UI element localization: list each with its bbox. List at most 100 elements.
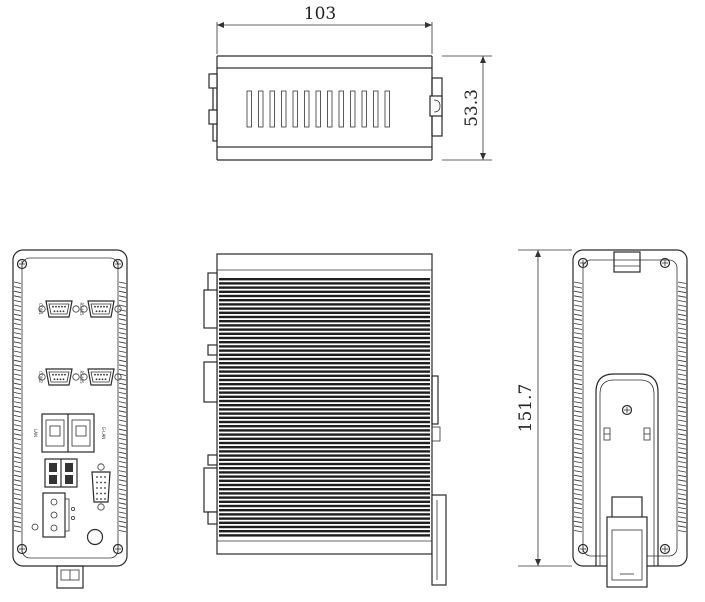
width-dimension-label: 103	[304, 4, 336, 24]
side-fin	[573, 313, 583, 317]
heatsink-fin	[219, 299, 430, 302]
side-fin	[677, 286, 687, 289]
side-fin	[573, 378, 583, 381]
side-fin	[677, 295, 687, 298]
side-fin	[118, 382, 127, 386]
side-fin	[573, 442, 583, 445]
side-fin	[118, 484, 127, 487]
side-fin	[573, 447, 583, 450]
side-fin	[118, 281, 127, 284]
side-fin	[573, 415, 583, 418]
side-fin	[677, 479, 687, 482]
side-fin	[118, 401, 127, 404]
side-fin	[573, 424, 583, 427]
heatsink-fin	[219, 454, 430, 457]
side-fin	[118, 442, 127, 445]
side-fin	[677, 281, 687, 284]
heatsink-fin	[219, 349, 430, 352]
din-clip-rear	[606, 516, 648, 588]
heatsink-fin	[219, 462, 430, 466]
side-fin	[573, 364, 583, 367]
side-fin	[118, 456, 127, 459]
side-fin	[573, 323, 583, 326]
side-fin	[677, 433, 687, 436]
side-fin	[573, 493, 583, 496]
side-fin	[677, 488, 687, 491]
side-fin	[677, 530, 687, 533]
heatsink-fin	[219, 412, 430, 415]
side-fin	[573, 488, 583, 491]
heatsink-fin	[219, 534, 430, 537]
side-fin	[677, 447, 687, 450]
side-fin	[573, 451, 583, 455]
heatsink-fin	[219, 467, 430, 470]
side-fin	[13, 410, 22, 413]
heatsink-fin	[219, 525, 430, 529]
side-fin	[573, 336, 583, 340]
side-fin	[13, 350, 22, 353]
side-fin	[118, 332, 127, 335]
com4-port	[80, 368, 122, 386]
side-fin	[118, 493, 127, 496]
side-fin	[13, 530, 22, 533]
side-fin	[13, 364, 22, 367]
side-fin	[573, 428, 583, 432]
side-fin	[573, 530, 583, 533]
vent-slot	[304, 90, 310, 128]
heatsink-fin	[219, 517, 430, 520]
heatsink-fins	[219, 278, 430, 537]
side-fin	[13, 451, 22, 455]
side-fin	[677, 507, 687, 510]
side-fin	[13, 336, 22, 340]
vga-port	[91, 471, 111, 503]
side-fin	[118, 520, 127, 524]
side-fin	[118, 336, 127, 340]
side-fin	[677, 359, 687, 363]
heatsink-fin	[219, 315, 430, 319]
heatsink-fin	[219, 357, 430, 361]
side-fin	[573, 369, 583, 372]
side-fin	[118, 396, 127, 399]
side-fin	[118, 479, 127, 482]
side-fin	[573, 382, 583, 386]
side-fin	[13, 502, 22, 505]
side-fin	[677, 442, 687, 445]
side-fin	[13, 327, 22, 330]
side-fin	[677, 387, 687, 390]
side-fin	[677, 415, 687, 418]
power-terminal	[42, 492, 66, 538]
side-fin	[573, 497, 583, 501]
side-fin	[677, 364, 687, 367]
side-fin	[573, 401, 583, 404]
side-fin	[118, 355, 127, 358]
side-fin	[13, 484, 22, 487]
side-fin	[573, 465, 583, 468]
heatsink-fin	[219, 399, 430, 403]
heatsink-fin	[219, 387, 430, 390]
heatsink-fin	[219, 483, 430, 487]
heatsink-fin	[219, 521, 430, 524]
side-fin	[13, 373, 22, 376]
side-fin	[118, 295, 127, 298]
vent-slot	[281, 90, 287, 128]
lan-label: LAN	[33, 429, 38, 437]
side-fin	[573, 387, 583, 390]
side-fin	[573, 281, 583, 284]
side-fin	[13, 318, 22, 321]
heatsink-fin	[219, 425, 430, 428]
side-fin	[677, 497, 687, 501]
heatsink-fin	[219, 278, 430, 281]
led-indicator	[31, 523, 39, 531]
vga-pin	[100, 487, 102, 489]
heatsink-fin	[219, 311, 430, 314]
side-fin	[118, 465, 127, 468]
side-fin	[573, 355, 583, 358]
power-button	[86, 528, 104, 546]
side-fin	[13, 415, 22, 418]
side-fin	[13, 474, 22, 478]
side-fin	[13, 525, 22, 528]
vga-pin	[96, 481, 98, 484]
din-mount-plate	[595, 373, 659, 566]
heatsink-fin	[219, 504, 430, 508]
vga-pin	[104, 498, 106, 500]
